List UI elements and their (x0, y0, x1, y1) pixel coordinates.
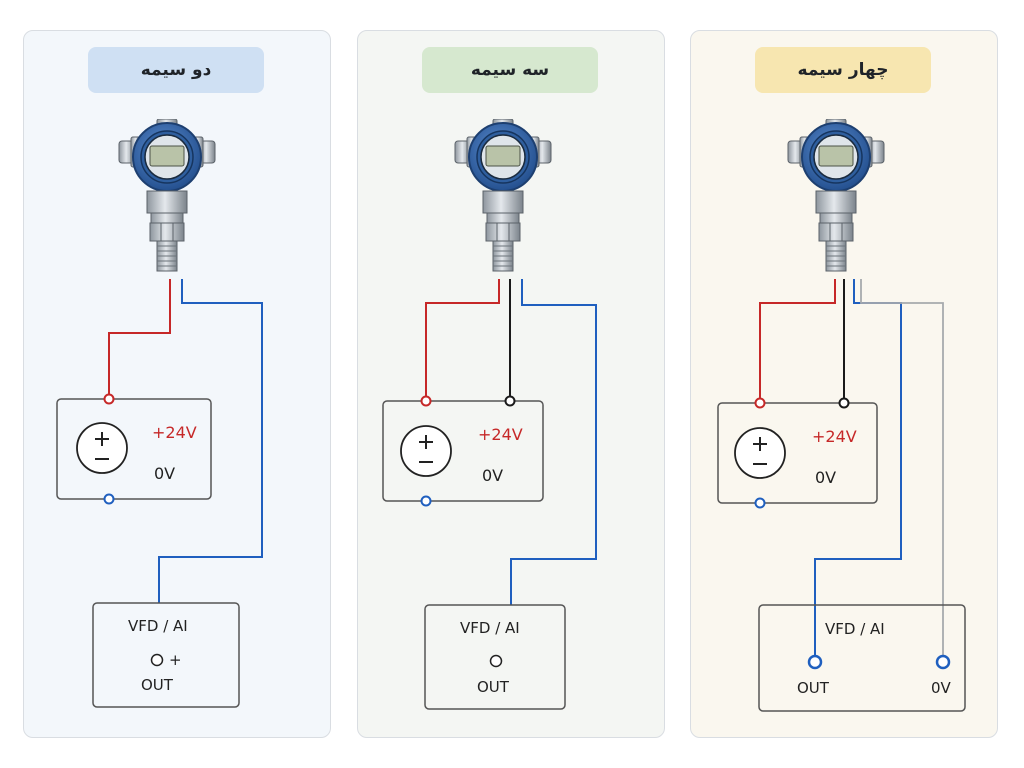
pressure-transmitter-icon (787, 119, 885, 272)
terminal-circle-icon (838, 397, 850, 409)
controller-label: VFD / AI (460, 619, 520, 637)
terminal-circle-icon (489, 654, 503, 668)
out-label: OUT (477, 678, 509, 696)
power-positive-label: +24V (478, 425, 523, 444)
terminal-sign: + (169, 651, 182, 669)
panel-title: دو سیمه (88, 47, 264, 93)
terminal-circle-icon (754, 497, 766, 509)
zero-volt-label: 0V (931, 679, 951, 697)
wire-red (759, 279, 836, 403)
pressure-transmitter-icon (118, 119, 216, 272)
power-positive-label: +24V (812, 427, 857, 446)
power-negative-label: 0V (154, 464, 176, 483)
wire-red (108, 279, 171, 399)
wiring-diagram (717, 119, 966, 712)
controller-box (758, 604, 966, 712)
terminal-circle-icon (504, 395, 516, 407)
wire-blue (814, 279, 902, 661)
wire-blue (510, 279, 597, 605)
wire-gray (860, 279, 944, 661)
wire-blue (158, 279, 263, 603)
terminal-circle-icon (150, 653, 164, 667)
terminal-circle-icon (935, 654, 951, 670)
controller-box (424, 604, 566, 710)
battery-plus-minus-icon (76, 422, 128, 474)
controller-label: VFD / AI (128, 617, 188, 635)
panel-three-wire: سه سیمه +24V 0V VFD / AI OUT (357, 30, 665, 738)
controller-box (92, 602, 240, 708)
panel-title: چهار سیمه (755, 47, 931, 93)
power-supply-box (56, 398, 212, 500)
terminal-circle-icon (103, 493, 115, 505)
out-label: OUT (797, 679, 829, 697)
terminal-circle-icon (420, 395, 432, 407)
power-positive-label: +24V (152, 423, 197, 442)
power-supply-box (717, 402, 878, 504)
terminal-circle-icon (103, 393, 115, 405)
wiring-diagram (56, 119, 263, 708)
terminal-circle-icon (807, 654, 823, 670)
wire-red (425, 279, 500, 401)
out-label: OUT (141, 676, 173, 694)
wiring-diagram (382, 119, 597, 710)
controller-label: VFD / AI (825, 620, 885, 638)
panel-title: سه سیمه (422, 47, 598, 93)
panel-four-wire: چهار سیمه +24V 0V VFD / AI OUT 0V (690, 30, 998, 738)
battery-plus-minus-icon (734, 427, 786, 479)
power-negative-label: 0V (815, 468, 837, 487)
power-supply-box (382, 400, 544, 502)
terminal-circle-icon (754, 397, 766, 409)
battery-plus-minus-icon (400, 425, 452, 477)
panel-two-wire: دو سیمه +24V 0V VFD / AI + OUT (23, 30, 331, 738)
pressure-transmitter-icon (454, 119, 552, 272)
terminal-circle-icon (420, 495, 432, 507)
power-negative-label: 0V (482, 466, 504, 485)
